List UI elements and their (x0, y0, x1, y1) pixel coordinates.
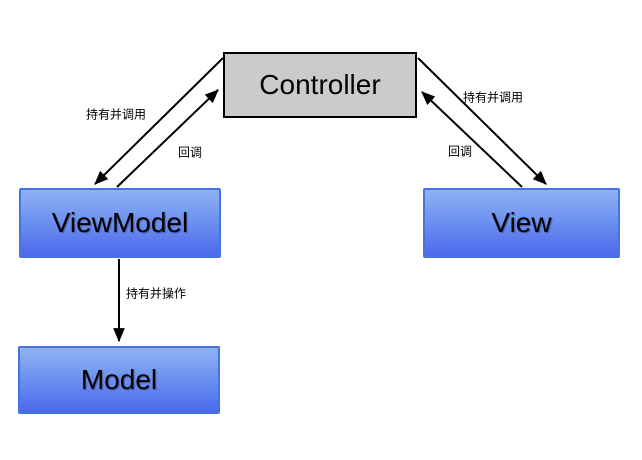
edge-label-controller-viewmodel: 持有并调用 (85, 107, 147, 122)
node-viewmodel-label: ViewModel (51, 207, 189, 238)
arrow-view-to-controller (421, 91, 523, 188)
edge-label-view-controller: 回调 (447, 144, 473, 159)
node-view-label: View (491, 207, 552, 238)
node-controller-label: Controller (259, 69, 381, 100)
node-model: Model (18, 346, 220, 414)
node-view: View (423, 188, 620, 258)
edge-label-viewmodel-model: 持有并操作 (125, 286, 187, 301)
edge-label-controller-view: 持有并调用 (462, 90, 524, 105)
node-viewmodel: ViewModel (19, 188, 221, 258)
node-model-label: Model (80, 364, 158, 395)
edge-label-viewmodel-controller: 回调 (177, 145, 203, 160)
arrow-controller-to-view (417, 57, 547, 185)
node-controller: Controller (223, 52, 417, 118)
